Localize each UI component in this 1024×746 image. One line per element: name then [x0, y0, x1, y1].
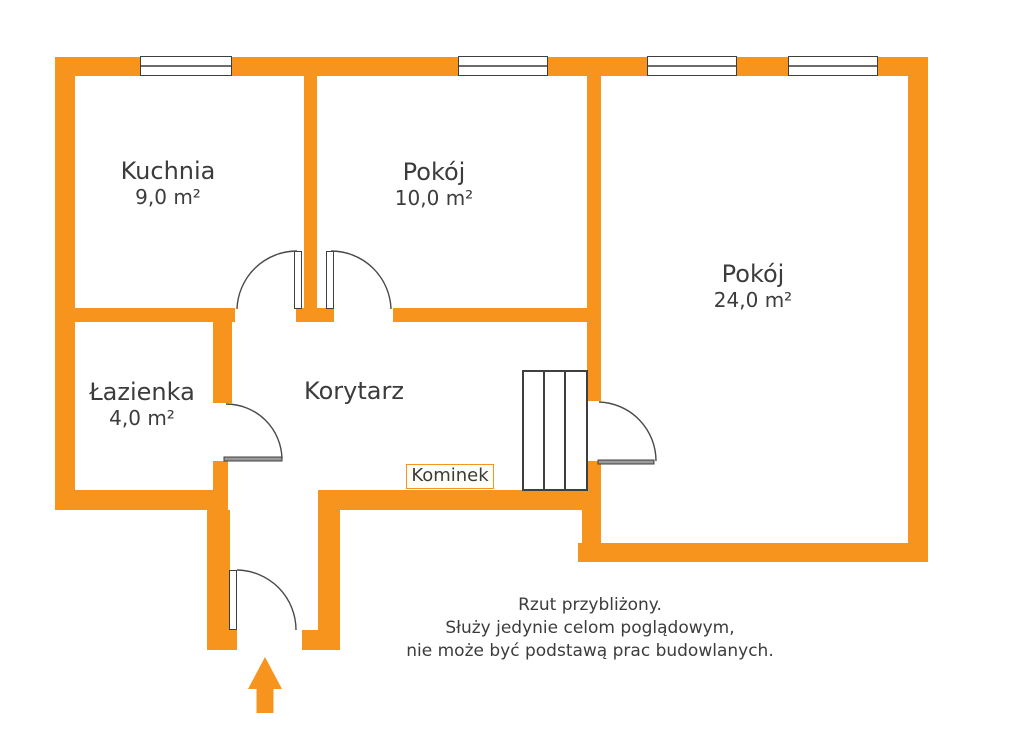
disclaimer-line: Służy jedynie celom poglądowym, [445, 618, 735, 638]
wall-bathroom-bottom [55, 490, 218, 510]
big-room-door-arc-icon [598, 401, 657, 462]
bathroom-door-leaf-icon [223, 456, 283, 462]
wall-vestibule-right [318, 510, 340, 630]
disclaimer-line: Rzut przybliżony. [518, 595, 662, 615]
entrance-door-leaf-icon [229, 570, 237, 630]
room-label-kuchnia: Kuchnia 9,0 m² [121, 157, 216, 209]
disclaimer-line: nie może być podstawą prac budowlanych. [406, 641, 774, 661]
wall-vestibule-left-jamb [207, 630, 237, 650]
big-room-door-leaf-icon [597, 459, 655, 465]
wall-corridor-top-left [55, 308, 235, 322]
room-area: 4,0 m² [109, 406, 175, 430]
room-name: Pokój [721, 260, 785, 288]
fireplace-label: Kominek [406, 464, 494, 489]
wall-kitchen-room-divider [304, 76, 317, 309]
kitchen-door-leaf-icon [294, 251, 302, 309]
wall-bathroom-right-upper [213, 308, 232, 403]
small-room-door-leaf-icon [326, 251, 334, 309]
room-name: Pokój [402, 158, 466, 186]
bathroom-door-arc-icon [225, 403, 283, 460]
kitchen-door-arc-icon [236, 250, 298, 310]
disclaimer-text: Rzut przybliżony. Służy jedynie celom po… [406, 594, 773, 663]
window-icon [788, 56, 878, 76]
small-room-door-arc-icon [330, 250, 392, 310]
entrance-arrow-icon [248, 657, 282, 713]
room-label-pokoj-duzy: Pokój 24,0 m² [714, 260, 792, 312]
room-name: Kuchnia [120, 157, 216, 185]
window-icon [140, 56, 232, 76]
wall-vestibule-right-jamb [302, 630, 340, 650]
room-name: Korytarz [304, 377, 404, 405]
wall-bottom-big-room [578, 543, 928, 562]
wall-right [908, 57, 928, 562]
room-name: Łazienka [89, 378, 195, 406]
window-icon [458, 56, 548, 76]
room-label-lazienka: Łazienka 4,0 m² [89, 378, 195, 430]
room-label-pokoj-maly: Pokój 10,0 m² [395, 158, 473, 210]
room-area: 10,0 m² [394, 186, 474, 210]
wall-vestibule-left [207, 510, 230, 630]
wall-corridor-bottom [318, 490, 601, 510]
entrance-door-arc-icon [236, 569, 297, 631]
fireplace-line [564, 372, 566, 489]
fireplace-icon [522, 370, 588, 491]
room-area: 24,0 m² [713, 288, 793, 312]
wall-door-stub-center [296, 308, 334, 322]
fireplace-line [543, 372, 545, 489]
wall-left [55, 57, 75, 510]
room-label-korytarz: Korytarz [304, 377, 404, 405]
window-icon [647, 56, 737, 76]
wall-corridor-top-right [393, 308, 601, 322]
room-area: 9,0 m² [135, 185, 201, 209]
